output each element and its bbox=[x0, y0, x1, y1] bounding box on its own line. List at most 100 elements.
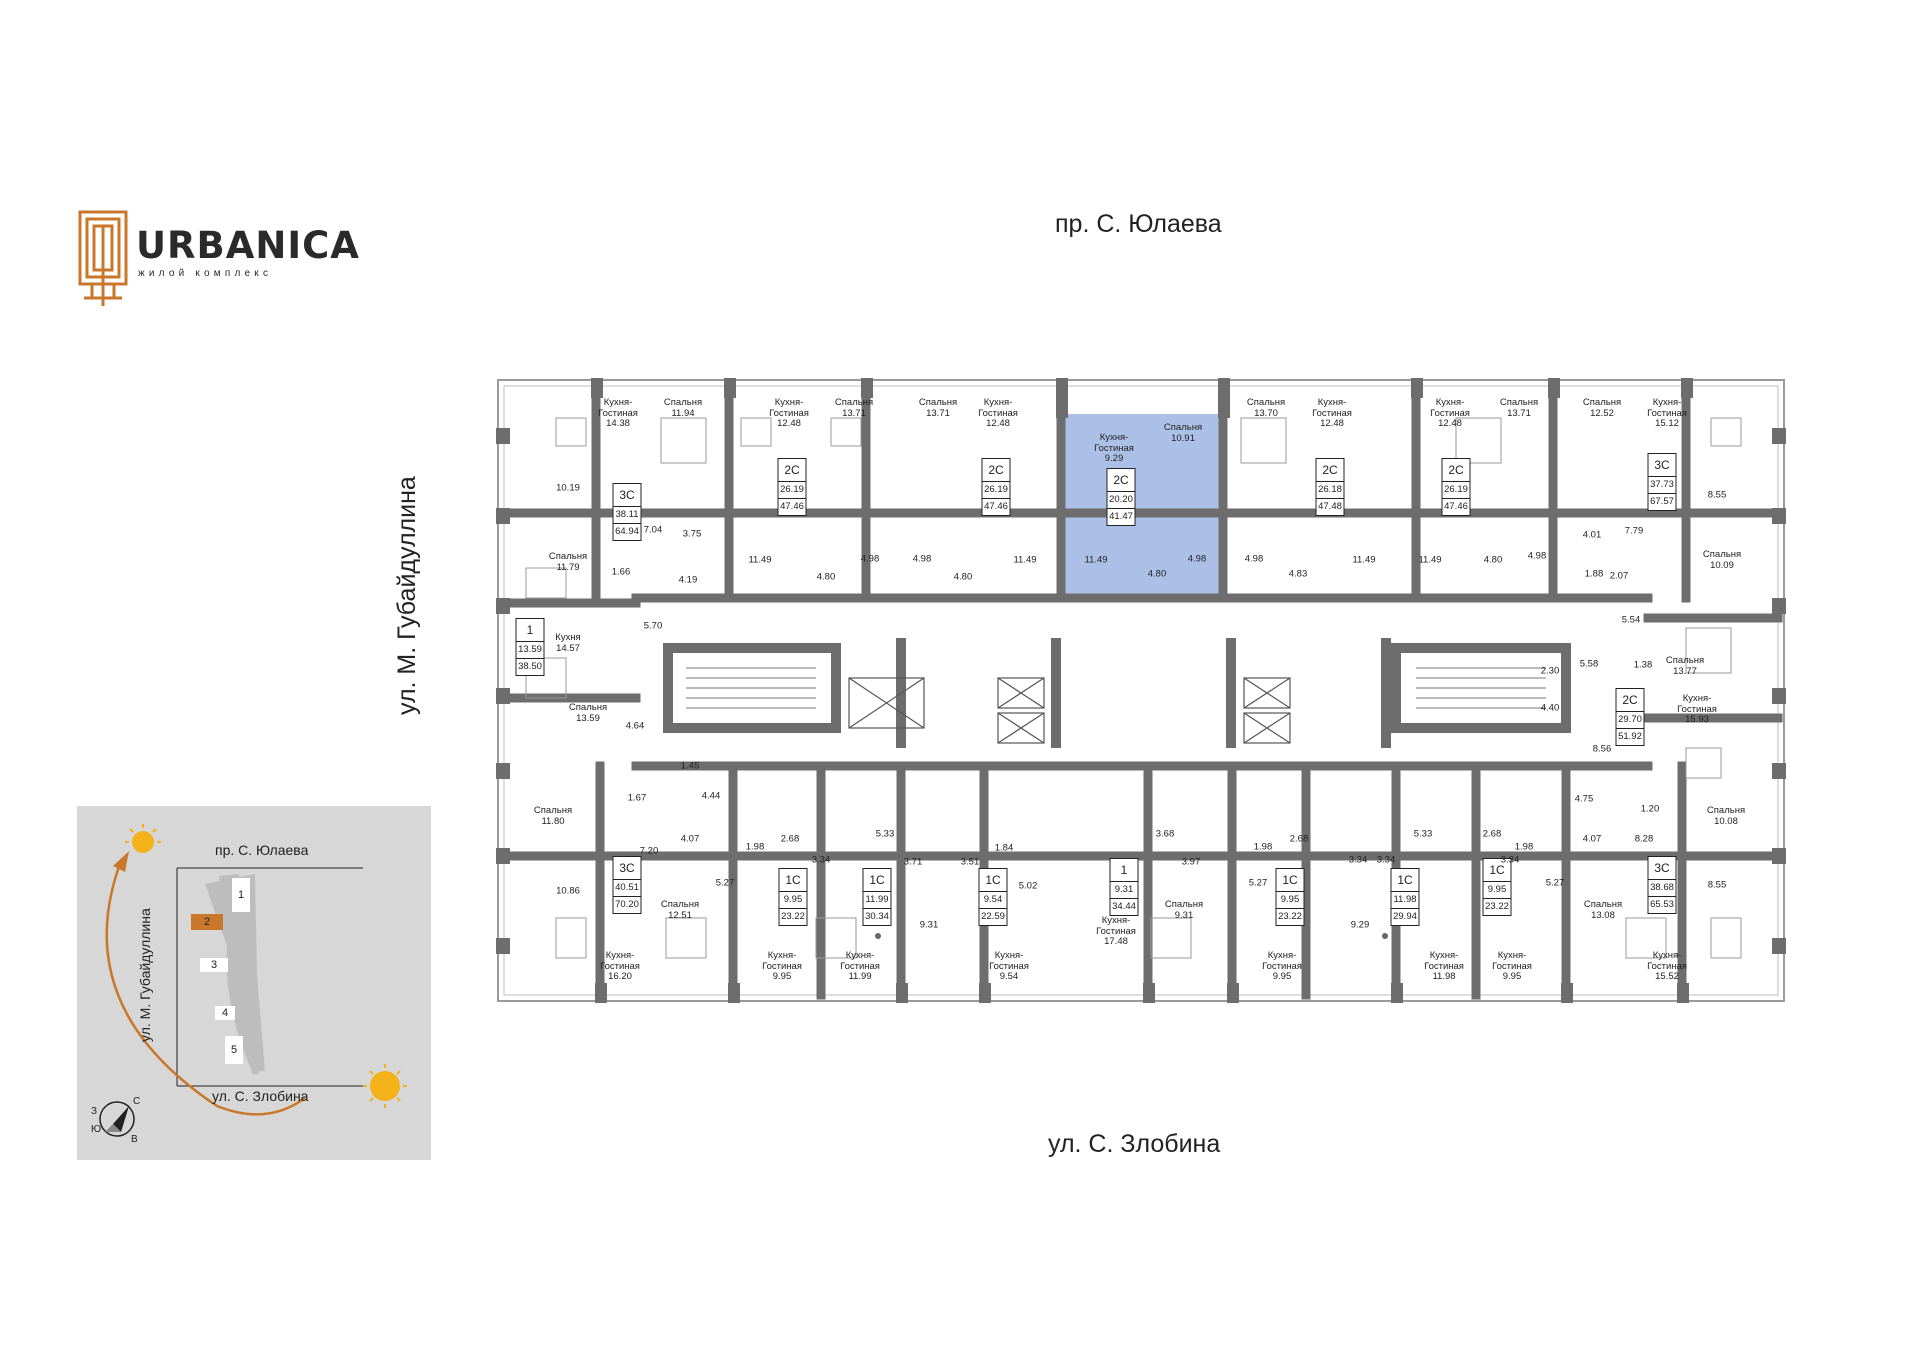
street-south-label: ул. С. Злобина bbox=[1048, 1130, 1221, 1158]
area-label: 8.55 bbox=[1707, 489, 1727, 501]
area-label: 5.27 bbox=[715, 877, 735, 889]
building-1[interactable]: 1 bbox=[232, 878, 250, 912]
area-label: 8.56 bbox=[1592, 743, 1612, 755]
area-label: 3.34 bbox=[1500, 854, 1520, 866]
area-label: 4.98 bbox=[1187, 553, 1207, 565]
area-label: 5.33 bbox=[1413, 828, 1433, 840]
compass-north-label: С bbox=[133, 1096, 141, 1107]
compass-south-label: Ю bbox=[91, 1124, 102, 1135]
area-label: 2.30 bbox=[1540, 665, 1560, 677]
logo-title: URBANICA bbox=[136, 224, 360, 267]
area-label: 5.70 bbox=[643, 620, 663, 632]
area-label: 4.19 bbox=[678, 574, 698, 586]
area-label: 1.66 bbox=[611, 566, 631, 578]
building-3[interactable]: 3 bbox=[200, 958, 228, 972]
area-label: 3.51 bbox=[960, 856, 980, 868]
building-4[interactable]: 4 bbox=[215, 1006, 235, 1020]
area-label: 11.49 bbox=[748, 554, 772, 566]
compass-east-label: В bbox=[131, 1134, 138, 1145]
street-north-label: пр. С. Юлаева bbox=[1055, 210, 1222, 238]
logo-mark-icon bbox=[78, 210, 128, 306]
area-label: 1.98 bbox=[1253, 841, 1273, 853]
area-label: 7.04 bbox=[643, 524, 663, 536]
area-label: 3.34 bbox=[1376, 854, 1396, 866]
area-label: 1.38 bbox=[1633, 659, 1653, 671]
area-label: 9.31 bbox=[919, 919, 939, 931]
area-label: 4.83 bbox=[1288, 568, 1308, 580]
area-label: 11.49 bbox=[1352, 554, 1376, 566]
area-label: 11.49 bbox=[1418, 554, 1442, 566]
area-label: 1.84 bbox=[994, 842, 1014, 854]
mini-map-north-street: пр. С. Юлаева bbox=[215, 842, 309, 858]
area-label: 3.71 bbox=[903, 856, 923, 868]
area-label: 3.68 bbox=[1155, 828, 1175, 840]
area-label: 1.98 bbox=[1514, 841, 1534, 853]
area-label: 7.79 bbox=[1624, 525, 1644, 537]
area-label: 2.68 bbox=[1289, 833, 1309, 845]
area-label: 5.58 bbox=[1579, 658, 1599, 670]
area-label: 1.88 bbox=[1584, 568, 1604, 580]
area-label: 4.75 bbox=[1574, 793, 1594, 805]
area-label: 4.80 bbox=[1147, 568, 1167, 580]
area-label: 4.64 bbox=[625, 720, 645, 732]
building-5[interactable]: 5 bbox=[225, 1036, 243, 1064]
area-label: 2.68 bbox=[780, 833, 800, 845]
area-label: 10.19 bbox=[556, 482, 580, 494]
area-label: 4.98 bbox=[860, 553, 880, 565]
street-west-label: ул. М. Губайдуллина bbox=[393, 476, 421, 715]
building-2-current[interactable]: 2 bbox=[191, 914, 223, 930]
area-label: 4.44 bbox=[701, 790, 721, 802]
area-label: 1.67 bbox=[627, 792, 647, 804]
area-label: 2.07 bbox=[1609, 570, 1629, 582]
area-label: 11.49 bbox=[1084, 554, 1108, 566]
logo: URBANICA жилой комплекс bbox=[78, 210, 359, 310]
area-label: 5.33 bbox=[875, 828, 895, 840]
area-label: 4.07 bbox=[680, 833, 700, 845]
area-label: 4.80 bbox=[1483, 554, 1503, 566]
area-label: 7.20 bbox=[639, 845, 659, 857]
area-label: 4.98 bbox=[912, 553, 932, 565]
site-mini-map: пр. С. Юлаева ул. С. Злобина ул. М. Губа… bbox=[77, 806, 431, 1160]
floor-plan-drawing bbox=[496, 378, 1786, 1003]
compass-west-label: З bbox=[91, 1106, 98, 1117]
logo-subtitle: жилой комплекс bbox=[138, 268, 273, 279]
area-label: 4.80 bbox=[953, 571, 973, 583]
area-label: 1.20 bbox=[1640, 803, 1660, 815]
